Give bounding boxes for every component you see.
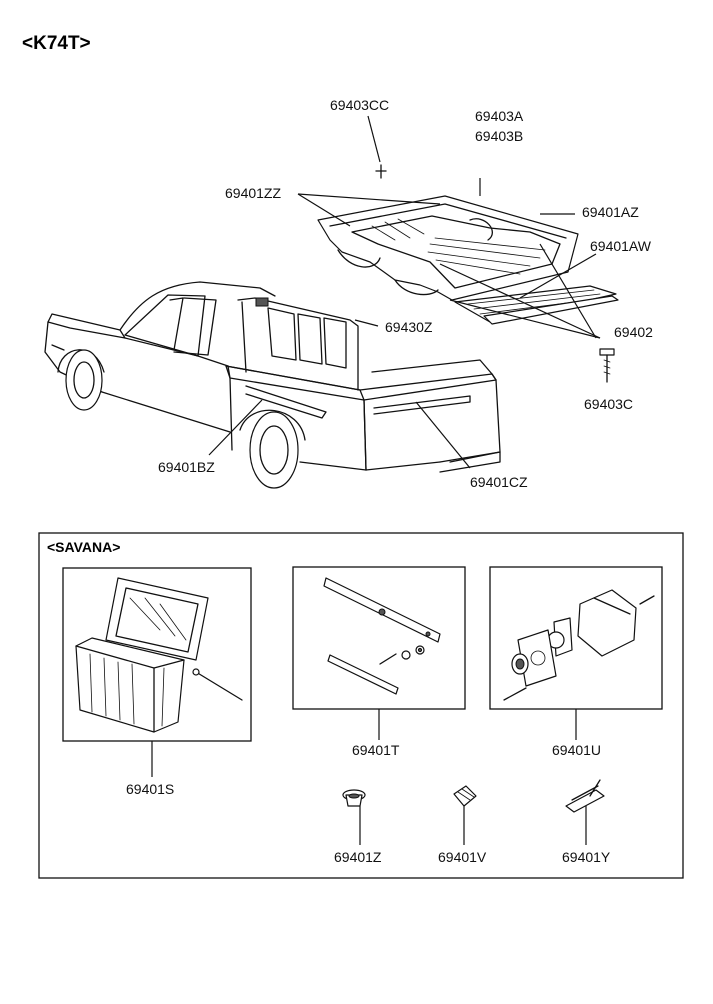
callout-69401S: 69401S (126, 781, 174, 797)
callout-69401V: 69401V (438, 849, 487, 865)
callout-69401BZ: 69401BZ (158, 459, 215, 475)
pickup-truck-drawing (44, 281, 501, 489)
callout-69401ZZ: 69401ZZ (225, 185, 281, 201)
callout-69403C: 69403C (584, 396, 633, 412)
section-title: <SAVANA> (47, 539, 120, 555)
callout-69401Z: 69401Z (334, 849, 382, 865)
bed-liner-drawing (317, 195, 579, 301)
rail-bracket-drawing (323, 577, 441, 695)
callout-69401AW: 69401AW (590, 238, 652, 254)
lock-assembly-drawing (503, 589, 655, 701)
savana-frame (38, 532, 684, 879)
callout-69401AZ: 69401AZ (582, 204, 639, 220)
callout-69403A: 69403A (475, 108, 524, 124)
panel-69401S (62, 567, 252, 742)
callout-69401CZ: 69401CZ (470, 474, 528, 490)
storage-box-drawing (75, 577, 243, 733)
bolt-69403C-drawing (599, 348, 615, 383)
callout-69402: 69402 (614, 324, 653, 340)
page-title: <K74T> (22, 33, 91, 54)
clip-69401V-drawing (453, 785, 477, 807)
leader-lines-upper (208, 115, 601, 469)
panel-69401U (489, 566, 663, 710)
callout-69430Z: 69430Z (385, 319, 433, 335)
callout-69401Y: 69401Y (562, 849, 611, 865)
callout-69401U: 69401U (552, 742, 601, 758)
grommet-69401Z-drawing (342, 789, 366, 807)
callout-69403B: 69403B (475, 128, 523, 144)
clip-69403CC-drawing (375, 164, 387, 179)
callout-69403CC: 69403CC (330, 97, 389, 113)
handle-69401Y-drawing (565, 779, 605, 813)
callout-69401T: 69401T (352, 742, 400, 758)
